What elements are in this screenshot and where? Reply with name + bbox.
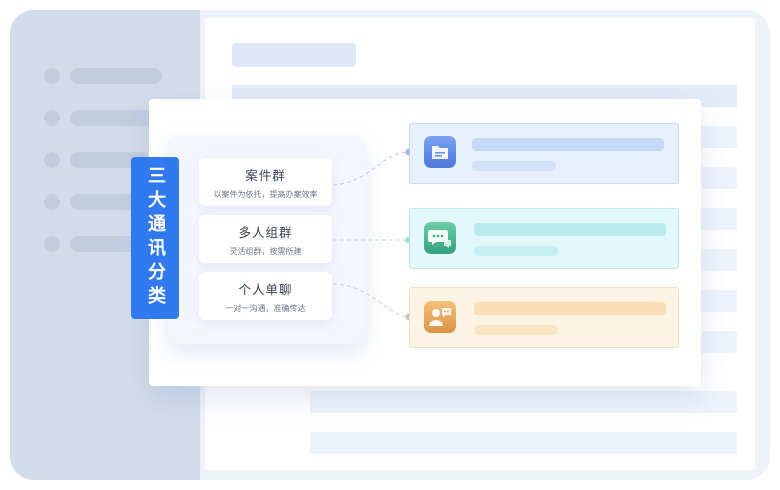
category-subtitle: 一对一沟通，准确传达 [225, 304, 306, 313]
placeholder-bar [474, 325, 558, 335]
personal-chat-preview[interactable] [409, 287, 679, 348]
sidebar-placeholder-bar [70, 236, 142, 252]
sidebar-placeholder-bar [70, 68, 162, 84]
sidebar-placeholder-bar [70, 194, 142, 210]
category-subtitle: 以案件为依托，提高办案效率 [213, 190, 318, 199]
folder-icon [424, 136, 456, 168]
placeholder-bar [474, 246, 558, 256]
category-item-personal-chat[interactable]: 个人单聊 一对一沟通，准确传达 [199, 272, 332, 320]
placeholder-bar [474, 302, 666, 315]
sidebar-dot [44, 110, 60, 126]
doc-title-placeholder [232, 43, 356, 67]
sidebar-placeholder-bar [70, 152, 150, 168]
category-list-card: 案件群 以案件为依托，提高办案效率 多人组群 灵活组群，按需所建 个人单聊 一对… [168, 136, 365, 344]
chat-bubbles-icon [424, 222, 456, 254]
sidebar-placeholder-bar [70, 110, 162, 126]
category-item-multi-group[interactable]: 多人组群 灵活组群，按需所建 [199, 215, 332, 263]
category-tag: 三大通讯分类 [131, 157, 179, 319]
category-title: 个人单聊 [238, 282, 293, 297]
placeholder-bar [474, 223, 666, 236]
doc-row-placeholder [310, 391, 737, 413]
sidebar-dot [44, 68, 60, 84]
placeholder-bar [472, 161, 556, 171]
sidebar-dot [44, 152, 60, 168]
connector-line [332, 151, 410, 186]
multi-group-preview[interactable] [409, 208, 679, 269]
case-group-preview[interactable] [409, 123, 679, 184]
category-item-case-group[interactable]: 案件群 以案件为依托，提高办案效率 [199, 158, 332, 206]
sidebar-dot [44, 194, 60, 210]
placeholder-bar [472, 138, 664, 151]
doc-row-placeholder [310, 432, 737, 454]
sidebar-dot [44, 236, 60, 252]
category-tag-label: 三大通讯分类 [145, 166, 166, 310]
category-title: 案件群 [245, 168, 286, 183]
connector-line [332, 283, 410, 318]
category-title: 多人组群 [238, 225, 293, 240]
category-subtitle: 灵活组群，按需所建 [229, 247, 302, 256]
person-chat-icon [424, 301, 456, 333]
